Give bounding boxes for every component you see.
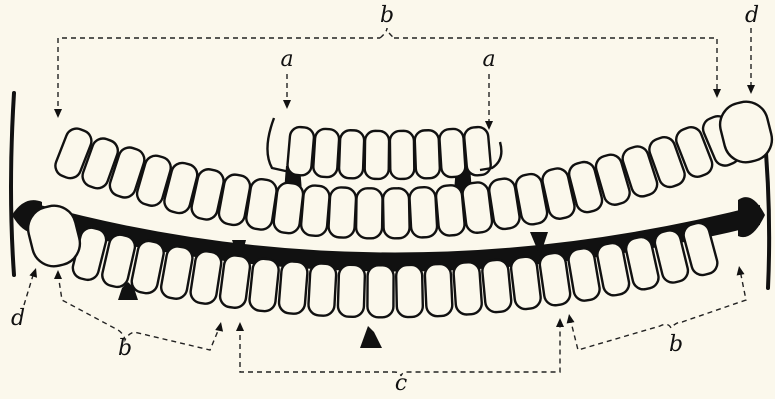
cell (248, 258, 279, 312)
arrow-c-left (236, 322, 244, 331)
cell (308, 263, 337, 316)
cell (356, 188, 383, 238)
arrow-a-left (283, 100, 291, 109)
cell (390, 131, 415, 179)
cell (367, 265, 393, 317)
label-d-left: d (11, 308, 25, 330)
cell (338, 264, 366, 317)
label-b-right: b (669, 334, 683, 356)
label-c-bottom: c (395, 373, 407, 395)
cell (510, 256, 542, 311)
cell (313, 128, 340, 177)
arrow-d-right (747, 85, 755, 94)
leader-b-top (58, 38, 717, 115)
cell (278, 261, 308, 315)
wall-left (11, 93, 14, 275)
leader-c (240, 322, 560, 376)
cell (481, 259, 512, 313)
cell (453, 262, 483, 316)
arrow-a-right (485, 121, 493, 130)
cell (328, 187, 356, 238)
arrow-b-right-start (565, 313, 574, 323)
arrow-b-top-left (54, 109, 62, 118)
leader-d-left (24, 272, 34, 305)
cell (189, 250, 223, 305)
cell (396, 265, 423, 318)
cell (273, 182, 305, 235)
cell (409, 187, 438, 238)
arrow-b-left-start (54, 270, 62, 279)
label-d-right: d (745, 5, 759, 27)
cell (219, 254, 251, 309)
cell (435, 184, 465, 236)
cell (439, 128, 466, 177)
cell (365, 131, 390, 179)
label-b-top: b (380, 5, 394, 27)
cell (339, 130, 365, 179)
cell (424, 264, 452, 317)
cell (287, 126, 315, 176)
cell (300, 185, 330, 237)
arrow-b-right-end (735, 265, 744, 275)
label-a-left: a (280, 49, 293, 71)
arrow-b-top-right (713, 89, 721, 98)
label-b-left: b (118, 338, 132, 360)
arrow-c-right (556, 318, 564, 327)
matrix-right-junction (738, 197, 765, 237)
cell (414, 130, 440, 179)
matrix-stalk-bottom (360, 326, 382, 348)
arrow-b-left-end (215, 321, 225, 331)
cell-row-top-cluster (287, 126, 492, 179)
arrow-d-left (29, 267, 39, 278)
label-a-right: a (482, 49, 495, 71)
leader-b-top-peak (380, 28, 394, 38)
cell-rows (23, 97, 775, 317)
cell (383, 188, 410, 238)
